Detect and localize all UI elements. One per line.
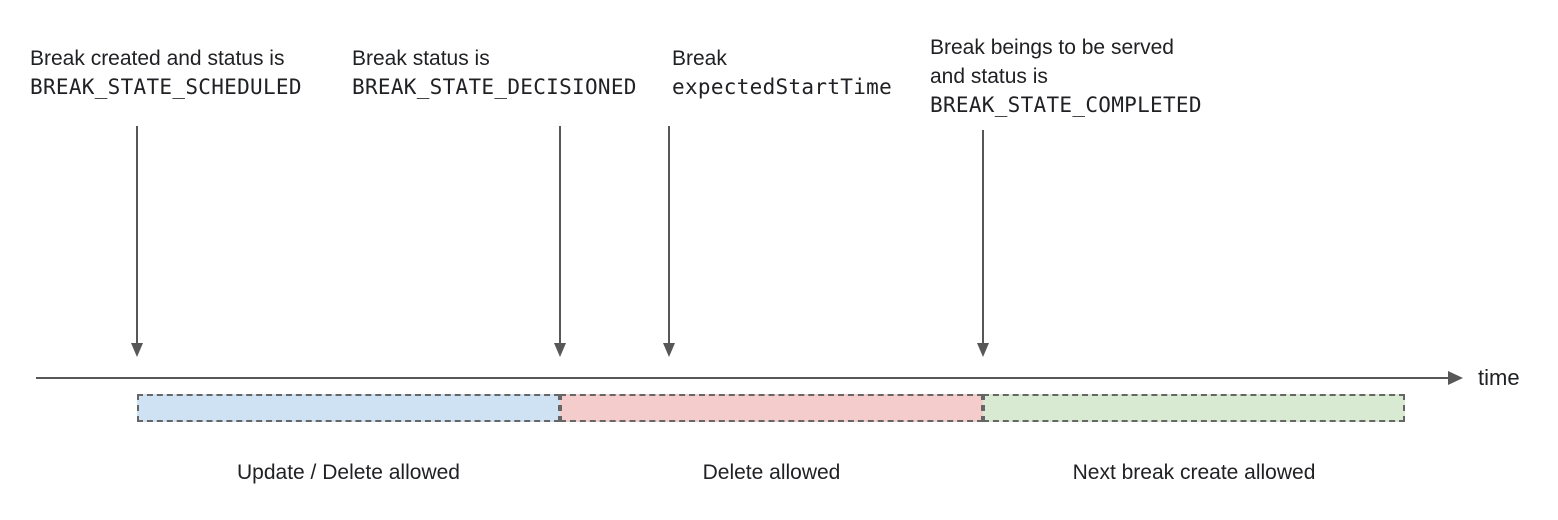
- segment-label-delete: Delete allowed: [702, 461, 841, 484]
- arrow-shaft: [982, 130, 984, 343]
- arrow-head-icon: [977, 343, 989, 357]
- segment-next-break-create-allowed: [983, 394, 1405, 422]
- down-arrow-scheduled-icon: [131, 126, 143, 357]
- segment-label-next-break-create: Next break create allowed: [1072, 461, 1316, 484]
- annotation-break-completed: Break beings to be served and status is …: [930, 33, 1202, 120]
- annotation-line: Break beings to be served: [930, 36, 1174, 59]
- arrow-head-icon: [663, 343, 675, 357]
- arrow-shaft: [136, 126, 138, 343]
- annotation-break-scheduled: Break created and status is BREAK_STATE_…: [30, 44, 302, 102]
- segment-delete-allowed: [560, 394, 983, 422]
- annotation-code-line: BREAK_STATE_COMPLETED: [930, 93, 1202, 117]
- arrow-head-icon: [131, 343, 143, 357]
- annotation-line: Break created and status is: [30, 47, 285, 70]
- annotation-line: and status is: [930, 65, 1048, 88]
- annotation-code-line: BREAK_STATE_DECISIONED: [352, 75, 637, 99]
- down-arrow-expected-start-icon: [663, 126, 675, 357]
- annotation-line: Break status is: [352, 47, 490, 70]
- down-arrow-decisioned-icon: [554, 126, 566, 357]
- annotation-expected-start-time: Break expectedStartTime: [672, 44, 892, 102]
- arrow-shaft: [668, 126, 670, 343]
- time-axis-arrowhead-icon: [1448, 371, 1463, 385]
- annotation-line: Break: [672, 47, 727, 70]
- down-arrow-completed-icon: [977, 130, 989, 357]
- arrow-head-icon: [554, 343, 566, 357]
- annotation-break-decisioned: Break status is BREAK_STATE_DECISIONED: [352, 44, 637, 102]
- annotation-code-line: BREAK_STATE_SCHEDULED: [30, 75, 302, 99]
- time-axis-line: [36, 377, 1449, 379]
- segment-update-delete-allowed: [137, 394, 560, 422]
- annotation-code-line: expectedStartTime: [672, 75, 893, 99]
- arrow-shaft: [559, 126, 561, 343]
- segment-label-update-delete: Update / Delete allowed: [237, 461, 460, 484]
- time-axis-label: time: [1478, 365, 1520, 390]
